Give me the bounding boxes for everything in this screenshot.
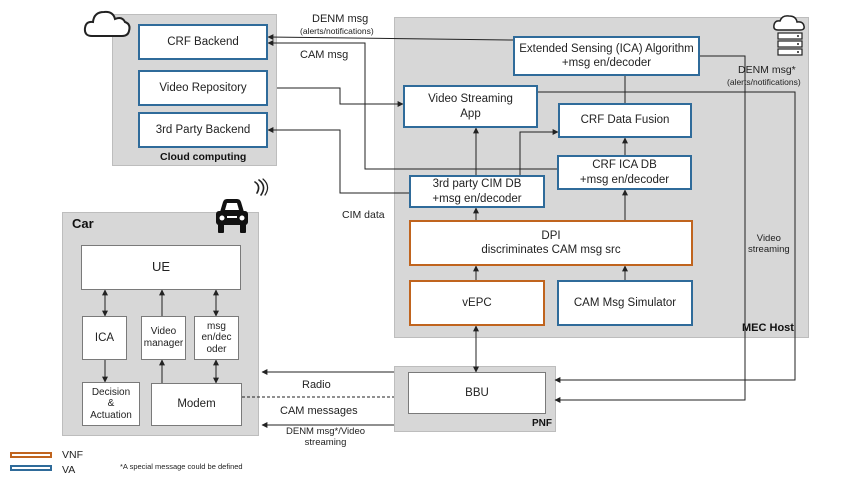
denm-video-label: DENM msg*/Video streaming: [286, 426, 366, 449]
denm-msg-star-label: DENM msg*: [738, 64, 796, 76]
denm-alerts-right-label: (alerts/notifications): [727, 77, 801, 87]
vepc-box: vEPC: [409, 280, 545, 326]
car-icon: [216, 199, 248, 233]
msg-endecoder-box: msg en/dec oder: [194, 316, 239, 360]
cloud-icon: [83, 10, 131, 37]
denm-msg-label: DENM msg: [312, 13, 369, 25]
video-repository-box: Video Repository: [138, 70, 268, 106]
video-repo-to-streaming-line: [277, 87, 404, 107]
video-manager-box: Video manager: [141, 316, 186, 360]
cim-data-label: CIM data: [342, 209, 385, 221]
third-party-backend-box: 3rd Party Backend: [138, 112, 268, 148]
va-legend-label: VA: [62, 464, 76, 476]
cloud-computing-label: Cloud computing: [160, 151, 247, 163]
ue-box: UE: [81, 245, 241, 290]
server-icon: [773, 15, 805, 56]
vnf-legend-label: VNF: [62, 449, 83, 461]
footnote: *A special message could be defined: [120, 462, 243, 471]
extended-sensing-box: Extended Sensing (ICA) Algorithm +msg en…: [513, 36, 700, 76]
crf-data-fusion-box: CRF Data Fusion: [558, 103, 692, 138]
modem-box: Modem: [151, 383, 242, 426]
bbu-box: BBU: [408, 372, 546, 414]
mec-host-label: MEC Host: [742, 322, 794, 334]
dpi-box: DPI discriminates CAM msg src: [409, 220, 693, 266]
denm-alerts-top-label: (alerts/notifications): [300, 26, 374, 36]
ica-box: ICA: [82, 316, 127, 360]
video-streaming-app-box: Video Streaming App: [403, 85, 538, 128]
crf-backend-box: CRF Backend: [138, 24, 268, 60]
radio-label: Radio: [302, 379, 331, 391]
cim-data-line: [267, 127, 409, 194]
cam-messages-label: CAM messages: [280, 405, 358, 417]
decision-actuation-box: Decision & Actuation: [82, 382, 140, 426]
vnf-legend-swatch: [10, 452, 52, 458]
wireless-signal-icon: [254, 178, 269, 196]
crf-ica-db-box: CRF ICA DB +msg en/decoder: [557, 155, 692, 190]
pnf-label: PNF: [532, 418, 552, 429]
third-party-cim-db-box: 3rd party CIM DB +msg en/decoder: [409, 175, 545, 208]
car-label: Car: [72, 216, 94, 231]
video-streaming-label: Video streaming: [748, 233, 790, 256]
cam-msg-label: CAM msg: [300, 49, 349, 61]
cam-msg-simulator-box: CAM Msg Simulator: [557, 280, 693, 326]
va-legend-swatch: [10, 465, 52, 471]
